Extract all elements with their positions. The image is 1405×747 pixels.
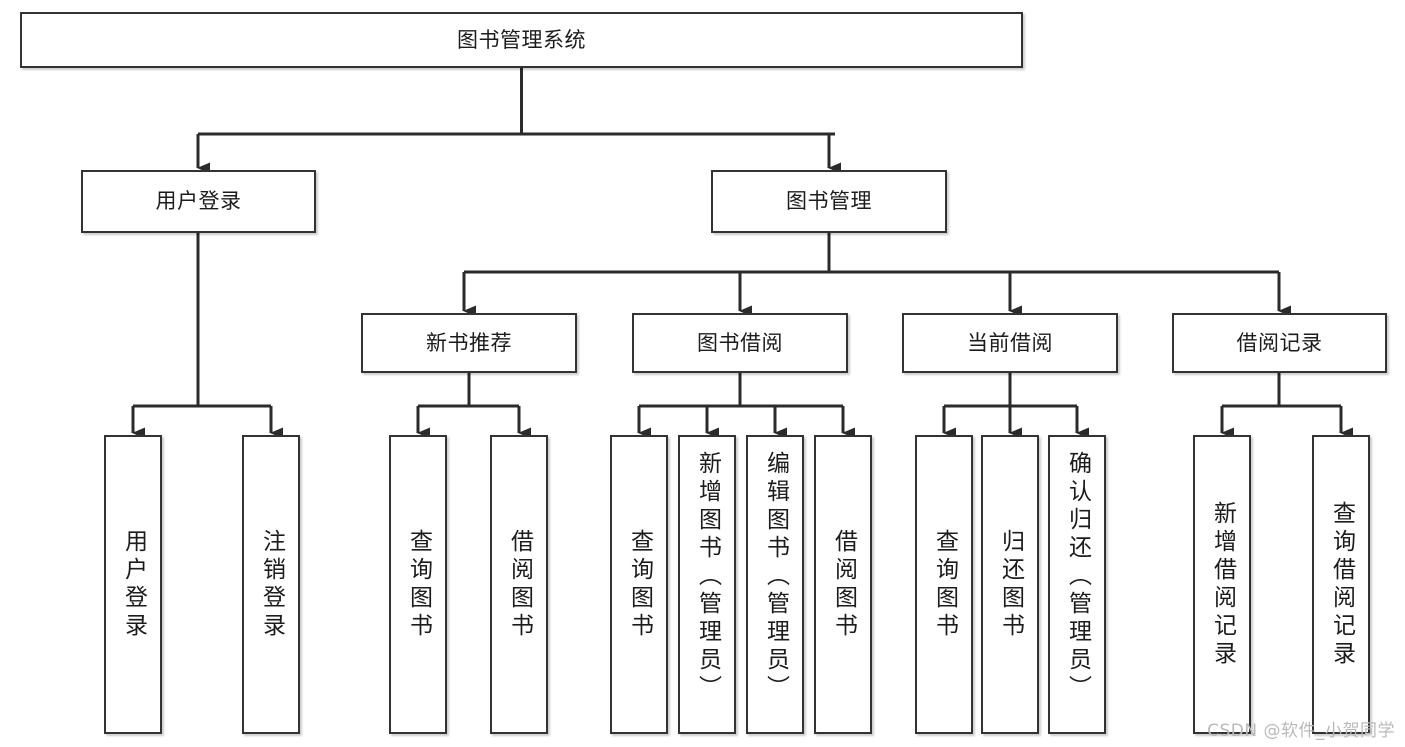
watermark-text: CSDN @软件_小贺同学 bbox=[1207, 721, 1395, 741]
node-label: 查询图书 bbox=[405, 528, 432, 641]
node-label: 查询图书 bbox=[931, 528, 958, 641]
leaf-query-borrow-record[interactable]: 查询借阅记录 bbox=[1312, 435, 1370, 734]
node-label: 图书管理系统 bbox=[457, 27, 586, 52]
leaf-logout-login[interactable]: 注销登录 bbox=[242, 435, 300, 734]
node-label: 借阅记录 bbox=[1236, 330, 1323, 355]
node-label: 当前借阅 bbox=[967, 330, 1053, 355]
leaf-query-book-current[interactable]: 查询图书 bbox=[915, 435, 973, 734]
node-label: 图书管理 bbox=[786, 189, 872, 214]
node-book-manage[interactable]: 图书管理 bbox=[711, 170, 947, 233]
node-new-book-recommend[interactable]: 新书推荐 bbox=[361, 313, 577, 373]
leaf-borrow-book-recommend[interactable]: 借阅图书 bbox=[490, 435, 548, 734]
node-borrow-record[interactable]: 借阅记录 bbox=[1172, 313, 1387, 373]
node-label: 用户登录 bbox=[120, 528, 147, 641]
leaf-borrow-book-borrow[interactable]: 借阅图书 bbox=[814, 435, 872, 734]
node-root-system[interactable]: 图书管理系统 bbox=[20, 12, 1023, 68]
node-current-borrow[interactable]: 当前借阅 bbox=[902, 313, 1118, 373]
leaf-edit-book-admin[interactable]: 编辑图书（管理员） bbox=[746, 435, 804, 734]
node-label: 归还图书 bbox=[997, 528, 1024, 641]
node-label: 注销登录 bbox=[258, 528, 285, 641]
node-label: 新增图书（管理员） bbox=[694, 451, 721, 703]
node-book-borrow[interactable]: 图书借阅 bbox=[632, 313, 848, 373]
node-label: 确认归还（管理员） bbox=[1064, 451, 1091, 703]
leaf-query-book-borrow[interactable]: 查询图书 bbox=[610, 435, 668, 734]
leaf-query-book-recommend[interactable]: 查询图书 bbox=[389, 435, 447, 734]
node-label: 新书推荐 bbox=[426, 330, 512, 355]
leaf-confirm-return-admin[interactable]: 确认归还（管理员） bbox=[1048, 435, 1106, 734]
node-label: 借阅图书 bbox=[506, 528, 533, 641]
node-label: 查询借阅记录 bbox=[1328, 500, 1355, 669]
node-user-login[interactable]: 用户登录 bbox=[81, 170, 316, 233]
node-label: 图书借阅 bbox=[697, 330, 783, 355]
leaf-return-book[interactable]: 归还图书 bbox=[981, 435, 1039, 734]
node-label: 查询图书 bbox=[626, 528, 653, 641]
node-label: 编辑图书（管理员） bbox=[762, 451, 789, 703]
leaf-add-borrow-record[interactable]: 新增借阅记录 bbox=[1193, 435, 1251, 734]
leaf-add-book-admin[interactable]: 新增图书（管理员） bbox=[678, 435, 736, 734]
node-label: 借阅图书 bbox=[830, 528, 857, 641]
leaf-user-login[interactable]: 用户登录 bbox=[104, 435, 162, 734]
node-label: 用户登录 bbox=[155, 189, 242, 214]
node-label: 新增借阅记录 bbox=[1209, 500, 1236, 669]
